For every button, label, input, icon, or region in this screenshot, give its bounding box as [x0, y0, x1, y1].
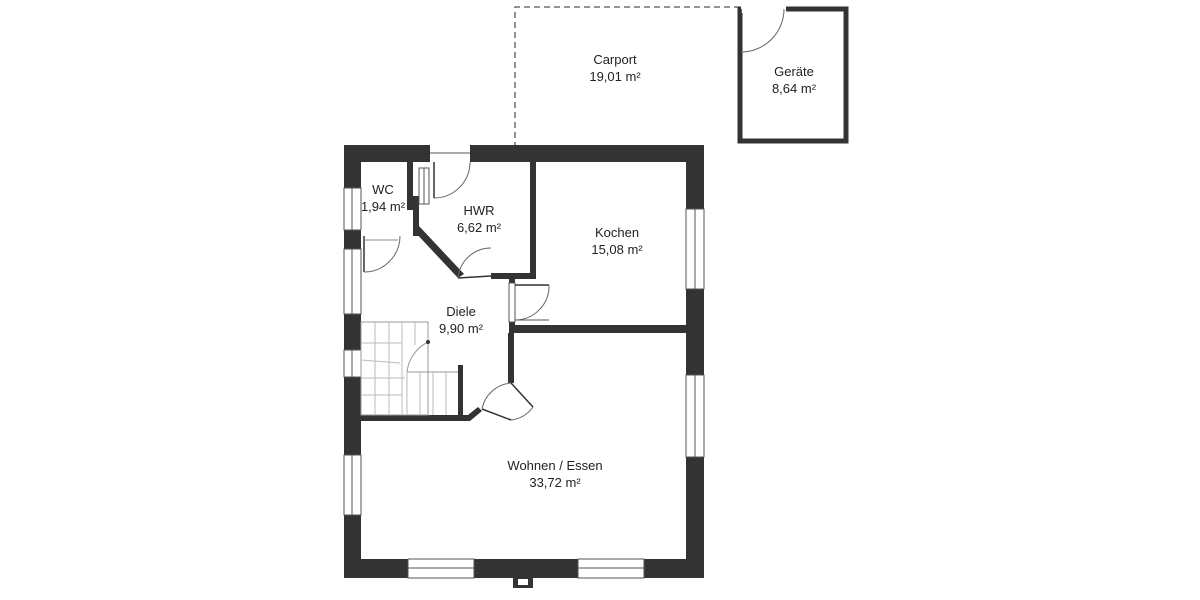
windows-left-wall: [343, 187, 362, 516]
room-label-geraete: Geräte 8,64 m²: [772, 64, 817, 96]
hwr-name: HWR: [463, 203, 494, 218]
outer-walls: [344, 145, 704, 578]
geraete-name: Geräte: [774, 64, 814, 79]
kochen-name: Kochen: [595, 225, 639, 240]
room-label-wohnen: Wohnen / Essen 33,72 m²: [507, 458, 602, 490]
chimney-element: [513, 576, 533, 588]
carport-outline: [514, 6, 738, 148]
room-label-carport: Carport 19,01 m²: [589, 52, 641, 84]
windows-bottom-wall: [407, 558, 645, 579]
diele-name: Diele: [446, 304, 476, 319]
wc-door: [361, 230, 401, 273]
wohnen-door: [481, 382, 534, 421]
carport-area: 19,01 m²: [589, 69, 641, 84]
wohnen-area: 33,72 m²: [529, 475, 581, 490]
diele-area: 9,90 m²: [439, 321, 484, 336]
hwr-diele-door: [457, 247, 492, 279]
wc-name: WC: [372, 182, 394, 197]
room-label-kochen: Kochen 15,08 m²: [591, 225, 643, 257]
room-label-wc: WC 1,94 m²: [361, 182, 406, 214]
room-label-hwr: HWR 6,62 m²: [457, 203, 502, 235]
room-label-diele: Diele 9,90 m²: [439, 304, 484, 336]
hwr-inner-door: [418, 167, 430, 205]
hwr-exterior-door: [430, 145, 471, 199]
kochen-door: [508, 282, 550, 323]
wohnen-name: Wohnen / Essen: [507, 458, 602, 473]
carport-name: Carport: [593, 52, 637, 67]
hwr-area: 6,62 m²: [457, 220, 502, 235]
kochen-area: 15,08 m²: [591, 242, 643, 257]
staircase: [360, 321, 458, 416]
geraete-area: 8,64 m²: [772, 81, 817, 96]
windows-right-wall: [685, 208, 705, 458]
interior-walls: [361, 162, 686, 421]
geraete-shed: [737, 6, 849, 144]
wc-area: 1,94 m²: [361, 199, 406, 214]
